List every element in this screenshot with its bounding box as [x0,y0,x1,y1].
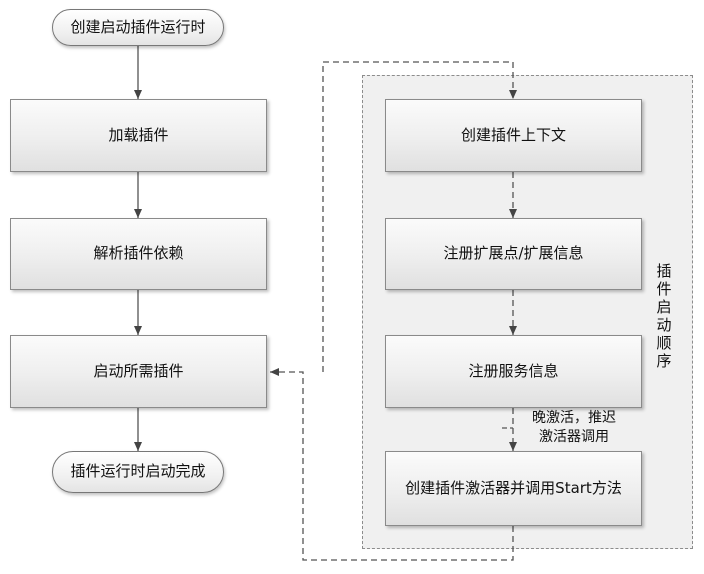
node-create-activator[interactable]: 创建插件激活器并调用Start方法 [385,451,642,526]
group-label-plugin-start-order: 插件启动顺序 [656,262,672,370]
node-load-plugins[interactable]: 加载插件 [10,99,267,172]
node-create-runtime[interactable]: 创建启动插件运行时 [52,9,224,46]
node-start-required[interactable]: 启动所需插件 [10,335,267,408]
edge-label-line-1: 晚激活，推迟 [532,410,616,426]
edge-label-lazy-activation: 晚激活，推迟 激活器调用 [532,409,616,447]
node-parse-deps[interactable]: 解析插件依赖 [10,218,267,290]
node-create-context[interactable]: 创建插件上下文 [385,99,642,172]
node-register-ext[interactable]: 注册扩展点/扩展信息 [385,218,642,290]
edge-start-required-to-context [322,61,517,372]
node-register-service[interactable]: 注册服务信息 [385,335,642,408]
edge-label-line-2: 激活器调用 [539,429,609,445]
node-runtime-done[interactable]: 插件运行时启动完成 [52,451,224,493]
edge-activator-back-to-start-required [270,368,514,561]
